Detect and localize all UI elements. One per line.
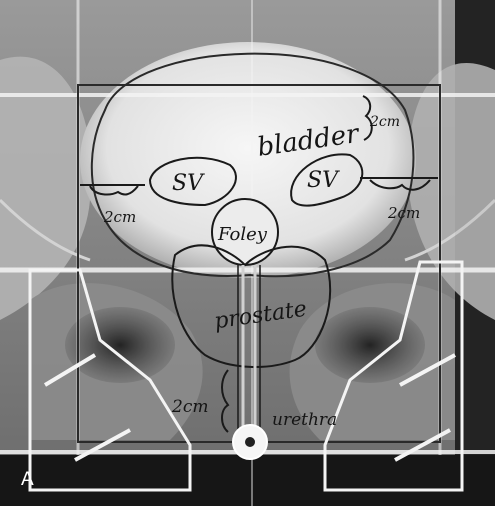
obturator-foramen-right — [315, 307, 425, 383]
obturator-foramen-left — [65, 307, 175, 383]
panel-label: A — [21, 470, 34, 489]
label-urethra-margin: 2cm — [171, 397, 208, 417]
label-margin-right: 2cm — [387, 204, 420, 222]
film-edge-bottom — [0, 455, 495, 506]
label-margin-left: 2cm — [103, 208, 136, 226]
label-urethra: urethra — [272, 410, 337, 430]
label-foley: Foley — [217, 224, 268, 245]
label-sv-right: SV — [307, 168, 340, 193]
label-bladder-margin: 2cm — [369, 114, 400, 130]
label-sv-left: SV — [172, 171, 205, 196]
